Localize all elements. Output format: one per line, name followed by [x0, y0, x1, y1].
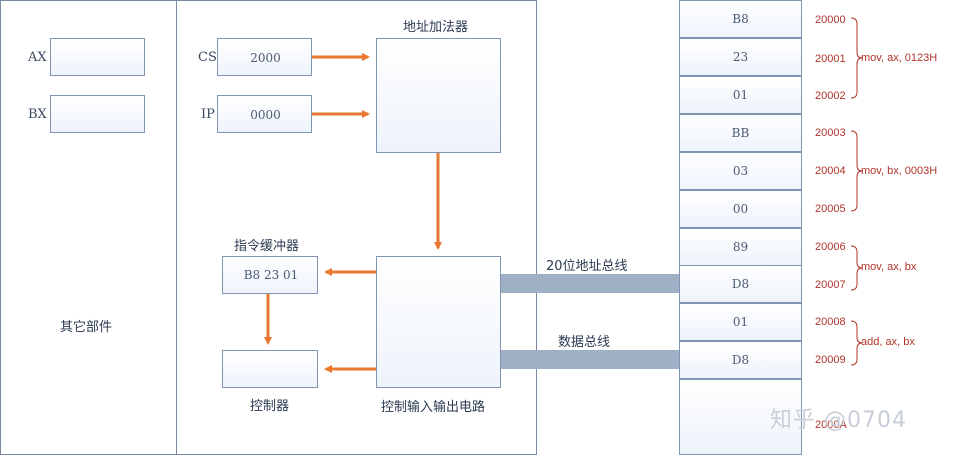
other-parts-label: 其它部件 [60, 320, 113, 335]
memory-address: 20000 [815, 14, 846, 26]
instruction-text: mov, bx, 0003H [861, 165, 938, 177]
register-ip-label: IP [201, 107, 215, 122]
memory-cell: 01 [679, 303, 802, 341]
memory-address: 20002 [815, 90, 846, 102]
memory-cell: B8 [679, 0, 802, 38]
memory-address: 20001 [815, 53, 846, 65]
watermark: 知乎 @0704 [770, 408, 907, 433]
memory-cell: D8 [679, 265, 802, 303]
io-control-circuit-box [376, 256, 501, 388]
address-bus-label: 20位地址总线 [546, 259, 628, 274]
brace-instruction-2 [850, 130, 863, 212]
memory-address: 20003 [815, 127, 846, 139]
instruction-buffer-value: B8 23 01 [243, 268, 299, 282]
memory-address: 20009 [815, 354, 846, 366]
brace-instruction-4 [850, 320, 863, 366]
memory-cell: 00 [679, 190, 802, 228]
memory-address: 20006 [815, 241, 846, 253]
instruction-text: mov, ax, 0123H [861, 52, 938, 64]
memory-cell: 01 [679, 76, 802, 114]
data-bus [501, 350, 679, 369]
register-bx-label: BX [28, 107, 47, 122]
address-adder-label: 地址加法器 [403, 20, 469, 35]
memory-address: 20008 [815, 316, 846, 328]
memory-address: 20004 [815, 165, 846, 177]
address-adder-box [376, 38, 501, 153]
register-cs-value: 2000 [250, 51, 281, 65]
memory-address: 2000A [815, 419, 847, 431]
register-ax-box [50, 38, 145, 76]
controller-box [222, 350, 318, 388]
address-bus [501, 274, 679, 293]
memory-address: 20007 [815, 279, 846, 291]
memory-cell: BB [679, 114, 802, 152]
register-cs-box: 2000 [217, 38, 312, 76]
instruction-buffer-label: 指令缓冲器 [234, 239, 300, 254]
data-bus-label: 数据总线 [558, 335, 611, 350]
brace-instruction-1 [850, 17, 863, 99]
memory-cell: 23 [679, 38, 802, 76]
register-bx-box [50, 95, 145, 133]
register-ax-label: AX [28, 50, 47, 65]
io-control-circuit-label: 控制输入输出电路 [381, 400, 486, 415]
instruction-text: add, ax, bx [861, 336, 915, 348]
register-ip-value: 0000 [250, 108, 281, 122]
controller-label: 控制器 [250, 399, 290, 414]
memory-cell: D8 [679, 341, 802, 379]
memory-address: 20005 [815, 203, 846, 215]
register-cs-label: CS [198, 50, 217, 65]
brace-instruction-3 [850, 245, 863, 291]
instruction-buffer-box: B8 23 01 [222, 256, 318, 294]
register-ip-box: 0000 [217, 95, 312, 133]
memory-cell: 03 [679, 152, 802, 190]
instruction-text: mov, ax, bx [861, 261, 917, 273]
memory-cell [679, 379, 802, 455]
